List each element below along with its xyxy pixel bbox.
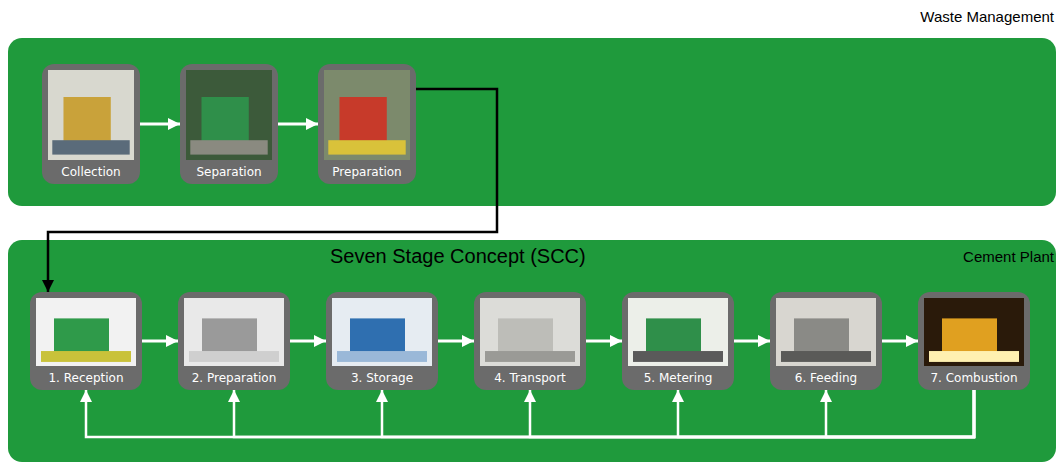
section-heading: Waste Management [920, 8, 1054, 25]
stage-box: Collection [42, 64, 140, 184]
section-heading: Cement Plant [963, 248, 1054, 265]
stage-picture [324, 70, 410, 160]
stage-label: 4. Transport [494, 371, 566, 385]
stage-picture [924, 298, 1024, 366]
picture-object [942, 318, 997, 352]
picture-object [794, 318, 849, 352]
stage-label: Collection [61, 165, 120, 179]
stage-picture [186, 70, 272, 160]
stage-box: 2. Preparation [178, 292, 290, 390]
picture-detail [41, 351, 131, 362]
stage-label: 3. Storage [351, 371, 413, 385]
stage-box: Preparation [318, 64, 416, 184]
stage-label: 5. Metering [644, 371, 713, 385]
picture-object [63, 97, 110, 142]
stage-picture [480, 298, 580, 366]
picture-object [339, 97, 386, 142]
picture-ground [324, 70, 410, 160]
stage-box: 5. Metering [622, 292, 734, 390]
flow-arrow [882, 340, 918, 343]
flow-arrow [86, 390, 974, 437]
stage-label: 6. Feeding [795, 371, 857, 385]
stage-box: 6. Feeding [770, 292, 882, 390]
picture-detail [337, 351, 427, 362]
stage-label: 1. Reception [48, 371, 123, 385]
flow-arrow [142, 340, 178, 343]
picture-ground [332, 298, 432, 366]
picture-detail [190, 140, 267, 154]
flow-arrow [234, 390, 974, 437]
flow-arrow [290, 340, 326, 343]
section-band: Waste ManagementCollectionSeparationPrep… [8, 38, 1056, 206]
stage-picture [184, 298, 284, 366]
picture-ground [184, 298, 284, 366]
flow-arrow [586, 340, 622, 343]
flow-arrow [826, 390, 974, 437]
section-band: Seven Stage Concept (SCC) Cement Plant 1. … [8, 240, 1056, 462]
picture-detail [328, 140, 405, 154]
stage-picture [48, 70, 134, 160]
stage-picture [36, 298, 136, 366]
picture-object [54, 318, 109, 352]
stage-box: 7. Combustion [918, 292, 1030, 390]
picture-ground [48, 70, 134, 160]
picture-object [646, 318, 701, 352]
picture-object [201, 97, 248, 142]
flow-arrow [678, 390, 974, 437]
band-fill [8, 38, 1056, 206]
flow-arrow [140, 123, 180, 126]
picture-ground [628, 298, 728, 366]
stage-label: Preparation [332, 165, 401, 179]
stage-label: Separation [196, 165, 261, 179]
flow-arrow [382, 390, 974, 437]
picture-ground [36, 298, 136, 366]
flow-arrow [438, 340, 474, 343]
stage-label: 2. Preparation [192, 371, 277, 385]
picture-ground [776, 298, 876, 366]
stage-box: 1. Reception [30, 292, 142, 390]
picture-ground [186, 70, 272, 160]
picture-detail [781, 351, 871, 362]
picture-detail [929, 351, 1019, 362]
flow-arrow [530, 390, 974, 437]
stage-box: Separation [180, 64, 278, 184]
picture-detail [189, 351, 279, 362]
stage-picture [628, 298, 728, 366]
flow-arrow [734, 340, 770, 343]
stage-picture [332, 298, 432, 366]
picture-ground [924, 298, 1024, 366]
picture-ground [480, 298, 580, 366]
stage-picture [776, 298, 876, 366]
stage-box: 4. Transport [474, 292, 586, 390]
picture-object [350, 318, 405, 352]
picture-detail [52, 140, 129, 154]
stage-label: 7. Combustion [930, 371, 1017, 385]
picture-object [202, 318, 257, 352]
picture-detail [485, 351, 575, 362]
stage-box: 3. Storage [326, 292, 438, 390]
band-fill [8, 240, 1056, 462]
picture-object [498, 318, 553, 352]
flow-arrow [278, 123, 318, 126]
picture-detail [633, 351, 723, 362]
concept-title: Seven Stage Concept (SCC) [330, 245, 586, 268]
